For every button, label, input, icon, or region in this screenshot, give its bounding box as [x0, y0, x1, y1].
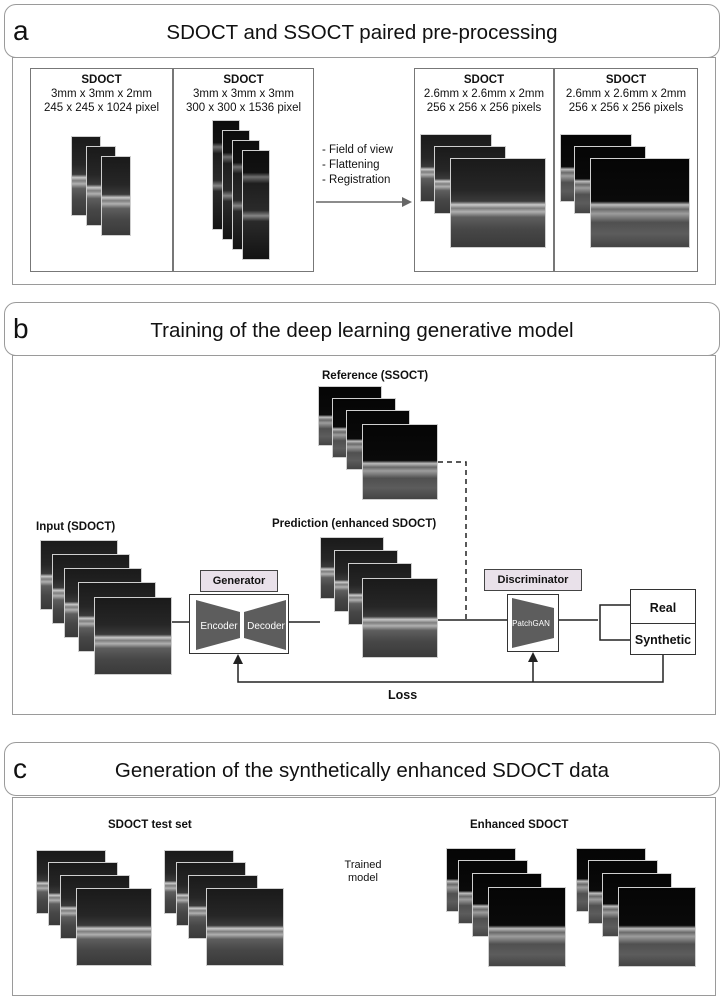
patchgan-text: PatchGAN	[512, 619, 550, 628]
loss-label: Loss	[388, 688, 418, 702]
test-image	[76, 888, 152, 966]
processing-step-flattening: - Flattening	[322, 159, 380, 171]
sdoct-2-dims: 3mm x 3mm x 3mm	[193, 88, 294, 100]
reference-image	[362, 424, 438, 500]
processing-step-fov: - Field of view	[322, 144, 393, 156]
panel-c-title: Generation of the synthetically enhanced…	[114, 759, 610, 782]
decoder-text: Decoder	[247, 621, 285, 632]
panel-b-title: Training of the deep learning generative…	[150, 319, 574, 342]
discriminator-label: Discriminator	[484, 569, 582, 591]
reference-label: Reference (SSOCT)	[322, 370, 429, 382]
encoder-shape	[196, 600, 240, 650]
prediction-label: Prediction (enhanced SDOCT)	[272, 518, 437, 530]
oct-slice-image	[101, 156, 131, 236]
sdoct-1-dims: 3mm x 3mm x 2mm	[51, 88, 152, 100]
sdoct-4-dims: 2.6mm x 2.6mm x 2mm	[565, 88, 687, 100]
synthetic-label: Synthetic	[634, 633, 692, 647]
real-label: Real	[649, 601, 677, 615]
panel-c-header: c Generation of the synthetically enhanc…	[4, 742, 720, 796]
oct-slice-image	[590, 158, 690, 248]
panel-c-letter: c	[13, 753, 27, 784]
sdoct-4-name: SDOCT	[605, 74, 647, 86]
reference-dashed-line	[438, 461, 467, 620]
enhanced-label: Enhanced SDOCT	[470, 819, 569, 831]
synthetic-box: Synthetic	[630, 623, 696, 655]
processing-step-registration: - Registration	[322, 174, 391, 186]
loss-arrowhead-discriminator	[528, 652, 538, 662]
loss-feedback-line	[237, 655, 664, 683]
processing-arrowhead	[402, 197, 412, 207]
input-label: Input (SDOCT)	[36, 521, 116, 533]
test-set-label: SDOCT test set	[108, 819, 192, 831]
enhanced-image	[488, 887, 566, 967]
loss-arrowhead-generator	[233, 654, 243, 664]
enhanced-image	[618, 887, 696, 967]
oct-slice-image	[450, 158, 546, 248]
panel-b-letter: b	[13, 313, 29, 344]
decoder-shape	[244, 600, 286, 650]
sdoct-2-pixels: 300 x 300 x 1536 pixel	[185, 102, 302, 114]
prediction-image	[362, 578, 438, 658]
patchgan-shape	[512, 598, 554, 648]
output-bracket	[599, 604, 630, 641]
sdoct-3-pixels: 256 x 256 x 256 pixels	[426, 102, 542, 114]
sdoct-1-pixels: 245 x 245 x 1024 pixel	[43, 102, 160, 114]
sdoct-4-pixels: 256 x 256 x 256 pixels	[568, 102, 684, 114]
encoder-text: Encoder	[200, 621, 238, 632]
input-image	[94, 597, 172, 675]
sdoct-3-dims: 2.6mm x 2.6mm x 2mm	[423, 88, 545, 100]
panel-a-title: SDOCT and SSOCT paired pre-processing	[166, 21, 558, 44]
sdoct-3-name: SDOCT	[463, 74, 505, 86]
generator-label: Generator	[200, 570, 278, 592]
test-image	[206, 888, 284, 966]
sdoct-2-name: SDOCT	[223, 74, 264, 86]
panel-b-header: b Training of the deep learning generati…	[4, 302, 720, 356]
oct-slice-image	[242, 150, 270, 260]
panel-a-letter: a	[13, 15, 29, 46]
panel-a-header: a SDOCT and SSOCT paired pre-processing	[4, 4, 720, 58]
sdoct-1-name: SDOCT	[81, 74, 122, 86]
